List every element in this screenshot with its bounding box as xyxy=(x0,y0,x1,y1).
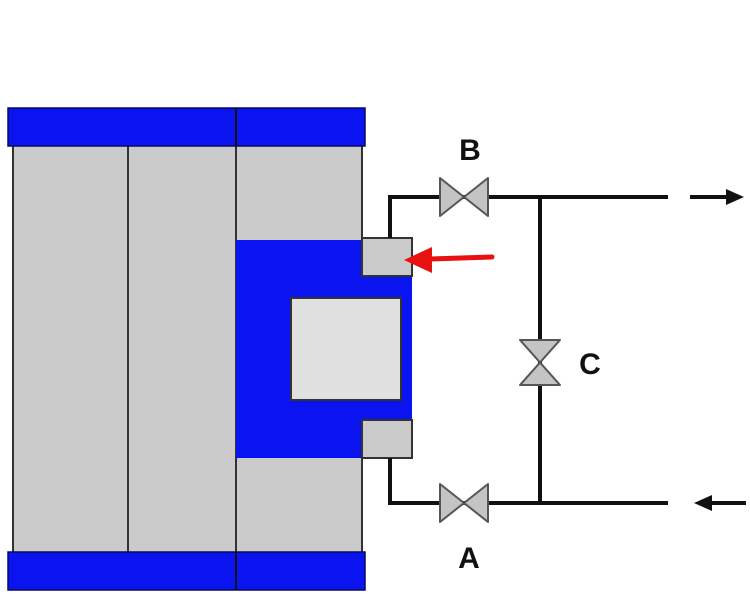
pressure-plate-window xyxy=(290,297,402,401)
valve-b-label: B xyxy=(459,134,481,167)
upper-pipe xyxy=(388,195,668,238)
top-frame-bar xyxy=(7,107,366,147)
frame-bars xyxy=(7,107,366,591)
lower-port-connector xyxy=(361,419,413,459)
plate-2 xyxy=(127,142,237,556)
flow-arrow-out xyxy=(690,189,744,205)
butterfly-valve-icon xyxy=(439,483,489,523)
butterfly-valve-icon xyxy=(439,177,489,217)
valve-a: A xyxy=(439,483,489,575)
valve-c: C xyxy=(519,339,601,386)
valve-c-label: C xyxy=(579,348,601,381)
red-arrow-icon xyxy=(427,254,495,262)
pressure-plate-lower-arm xyxy=(236,420,366,458)
butterfly-valve-icon xyxy=(519,339,561,386)
arrow-left-head xyxy=(694,495,712,511)
plate-1 xyxy=(12,142,129,556)
pressure-plate-upper-arm xyxy=(236,240,366,276)
pressure-plate xyxy=(236,240,412,458)
indicator-arrow xyxy=(404,247,495,273)
valve-a-label: A xyxy=(458,542,480,575)
valve-b: B xyxy=(439,134,489,217)
upper-port-connector xyxy=(361,237,413,277)
flow-arrow-in xyxy=(694,495,746,511)
bottom-frame-bar xyxy=(7,551,366,591)
arrow-right-head xyxy=(726,189,744,205)
red-arrow-head xyxy=(404,247,432,273)
lower-pipe xyxy=(388,458,668,505)
port-connectors xyxy=(361,237,413,459)
